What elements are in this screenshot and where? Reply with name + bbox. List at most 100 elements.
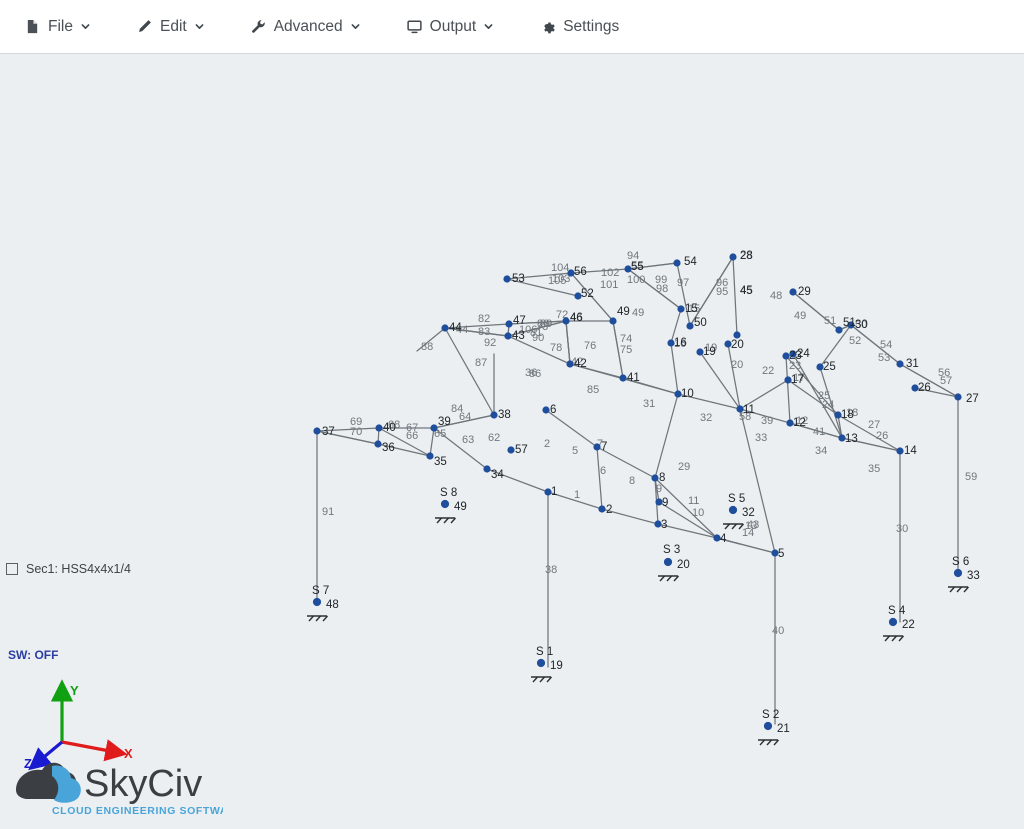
member[interactable] — [787, 379, 839, 416]
member[interactable] — [627, 268, 682, 310]
support-marker[interactable]: S 849 — [435, 487, 467, 524]
member[interactable] — [429, 427, 435, 457]
member[interactable] — [841, 437, 901, 452]
member[interactable] — [654, 477, 660, 503]
member[interactable] — [596, 446, 656, 479]
member[interactable] — [792, 353, 843, 439]
member[interactable] — [670, 342, 679, 395]
node-dot[interactable] — [544, 488, 552, 496]
member[interactable] — [654, 477, 718, 539]
node-dot[interactable] — [490, 411, 498, 419]
member[interactable] — [819, 366, 843, 439]
node-dot[interactable] — [651, 474, 659, 482]
member[interactable] — [433, 414, 495, 429]
member[interactable] — [716, 537, 741, 545]
node-dot[interactable] — [713, 534, 721, 542]
member[interactable] — [699, 351, 741, 410]
node-dot[interactable] — [771, 549, 779, 557]
menu-settings[interactable]: Settings — [529, 12, 629, 41]
node-dot[interactable] — [696, 348, 704, 356]
node-dot[interactable] — [786, 419, 794, 427]
member[interactable] — [732, 256, 738, 336]
support-marker[interactable]: S 422 — [883, 605, 915, 642]
member[interactable] — [433, 427, 488, 470]
node-dot[interactable] — [724, 340, 732, 348]
node-dot[interactable] — [896, 447, 904, 455]
support-marker[interactable]: S 532 — [723, 493, 755, 530]
node-dot[interactable] — [593, 443, 601, 451]
member[interactable] — [416, 327, 446, 352]
node-dot[interactable] — [504, 332, 512, 340]
support-node-dot[interactable] — [953, 568, 963, 578]
node-dot[interactable] — [375, 424, 383, 432]
member[interactable] — [899, 363, 959, 398]
member[interactable] — [570, 272, 614, 322]
support-marker[interactable]: S 748 — [307, 585, 339, 622]
support-node-dot[interactable] — [440, 499, 450, 509]
member[interactable] — [914, 387, 959, 398]
node-dot[interactable] — [733, 331, 741, 339]
member[interactable] — [377, 443, 431, 457]
member[interactable] — [612, 320, 624, 379]
node-dot[interactable] — [374, 440, 382, 448]
member[interactable] — [506, 272, 572, 280]
node-dot[interactable] — [505, 320, 513, 328]
support-node-dot[interactable] — [728, 505, 738, 515]
member[interactable] — [739, 379, 789, 410]
node-dot[interactable] — [847, 321, 855, 329]
node-dot[interactable] — [562, 317, 570, 325]
support-marker[interactable]: S 320 — [658, 544, 690, 582]
node-dot[interactable] — [835, 326, 843, 334]
node-dot[interactable] — [736, 405, 744, 413]
member[interactable] — [570, 268, 629, 274]
member[interactable] — [837, 414, 901, 452]
member[interactable] — [727, 343, 741, 410]
node-dot[interactable] — [677, 305, 685, 313]
node-dot[interactable] — [789, 288, 797, 296]
member[interactable] — [545, 409, 598, 448]
support-marker[interactable]: S 119 — [531, 646, 563, 683]
node-dot[interactable] — [782, 352, 790, 360]
member[interactable] — [850, 324, 901, 365]
member[interactable] — [316, 430, 379, 445]
support-node-dot[interactable] — [312, 597, 322, 607]
self-weight-status[interactable]: SW: OFF — [8, 648, 59, 662]
section-visibility-checkbox[interactable] — [6, 563, 18, 575]
node-dot[interactable] — [686, 322, 694, 330]
support-marker[interactable]: S 221 — [758, 709, 790, 746]
member[interactable] — [444, 327, 509, 337]
node-dot[interactable] — [598, 505, 606, 513]
menu-advanced[interactable]: Advanced — [240, 12, 370, 41]
node-dot[interactable] — [503, 275, 511, 283]
node-dot[interactable] — [729, 253, 737, 261]
node-dot[interactable] — [673, 259, 681, 267]
member[interactable] — [547, 491, 603, 510]
node-dot[interactable] — [567, 269, 575, 277]
member[interactable] — [789, 422, 843, 439]
node-dot[interactable] — [816, 363, 824, 371]
node-dot[interactable] — [430, 424, 438, 432]
support-marker[interactable]: S 633 — [948, 556, 980, 593]
node-dot[interactable] — [674, 390, 682, 398]
member[interactable] — [819, 324, 852, 368]
node-dot[interactable] — [313, 427, 321, 435]
member[interactable] — [508, 320, 567, 325]
support-node-dot[interactable] — [888, 617, 898, 627]
member[interactable] — [486, 468, 549, 493]
node-dot[interactable] — [619, 374, 627, 382]
node-dot[interactable] — [654, 520, 662, 528]
member[interactable] — [444, 323, 510, 329]
member[interactable] — [507, 320, 567, 337]
node-dot[interactable] — [789, 350, 797, 358]
member[interactable] — [792, 291, 840, 331]
member[interactable] — [689, 256, 734, 327]
node-dot[interactable] — [954, 393, 962, 401]
member[interactable] — [739, 408, 791, 424]
node-dot[interactable] — [784, 376, 792, 384]
node-dot[interactable] — [609, 317, 617, 325]
member[interactable] — [378, 427, 431, 457]
member[interactable] — [670, 308, 682, 344]
member[interactable] — [507, 335, 571, 365]
